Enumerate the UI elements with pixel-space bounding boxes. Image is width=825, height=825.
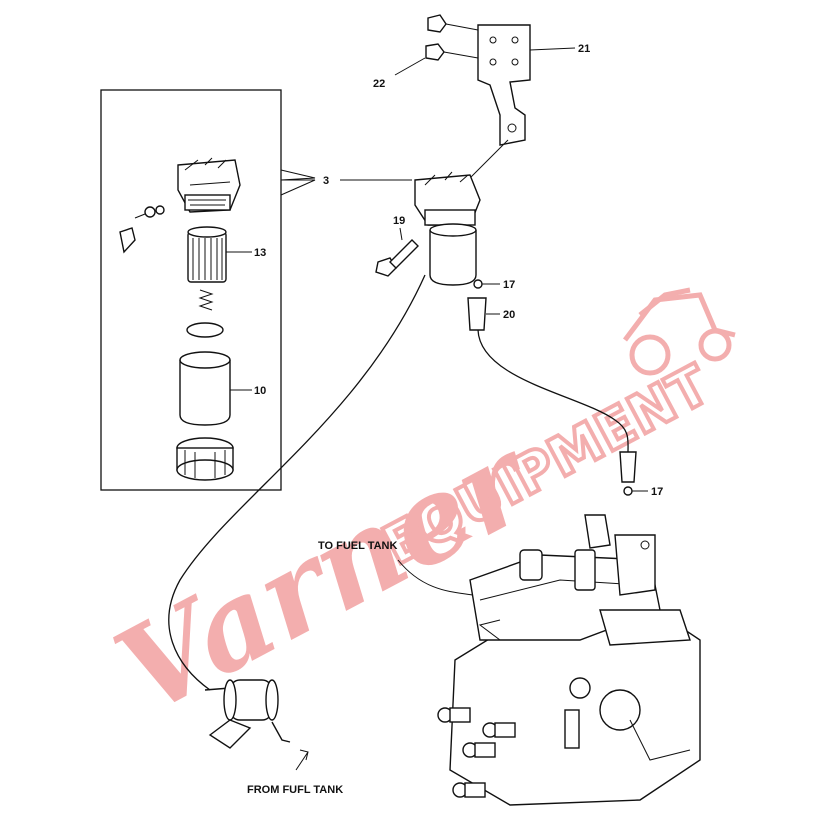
label-20: 20	[503, 309, 515, 321]
spring	[198, 289, 214, 311]
fitting-17-upper	[467, 279, 500, 331]
tractor-watermark-icon	[623, 287, 736, 376]
label-19: 19	[393, 215, 405, 227]
label-22: 22	[373, 78, 385, 90]
part-labels: 21 22 3 19 13 17 20 10 17	[254, 43, 663, 498]
injection-pump	[437, 514, 701, 806]
ring-nut	[176, 437, 234, 481]
assembled-filter	[340, 171, 481, 286]
bolts	[394, 14, 479, 76]
mounting-bracket	[469, 24, 576, 179]
to-fuel-tank-label: TO FUEL TANK	[318, 540, 398, 552]
from-fuel-tank-label: FROM FUFL TANK	[247, 784, 343, 796]
label-13: 13	[254, 247, 266, 259]
label-17-upper: 17	[503, 279, 515, 291]
filter-head	[177, 157, 241, 213]
filter-element	[187, 226, 252, 283]
exploded-filter-panel	[100, 89, 316, 491]
filter-bowl	[179, 351, 252, 426]
pump-outlets	[437, 707, 516, 798]
inline-prefilter	[204, 679, 309, 771]
panel-border	[100, 89, 282, 491]
callout-labels: TO FUEL TANK FROM FUFL TANK	[247, 540, 398, 796]
label-10: 10	[254, 385, 266, 397]
o-ring	[186, 322, 224, 338]
fitting-17-lower	[619, 451, 648, 496]
label-3: 3	[323, 175, 329, 187]
label-17-lower: 17	[651, 486, 663, 498]
label-21: 21	[578, 43, 590, 55]
bolt-19	[375, 227, 419, 277]
drain-valve	[119, 205, 165, 254]
